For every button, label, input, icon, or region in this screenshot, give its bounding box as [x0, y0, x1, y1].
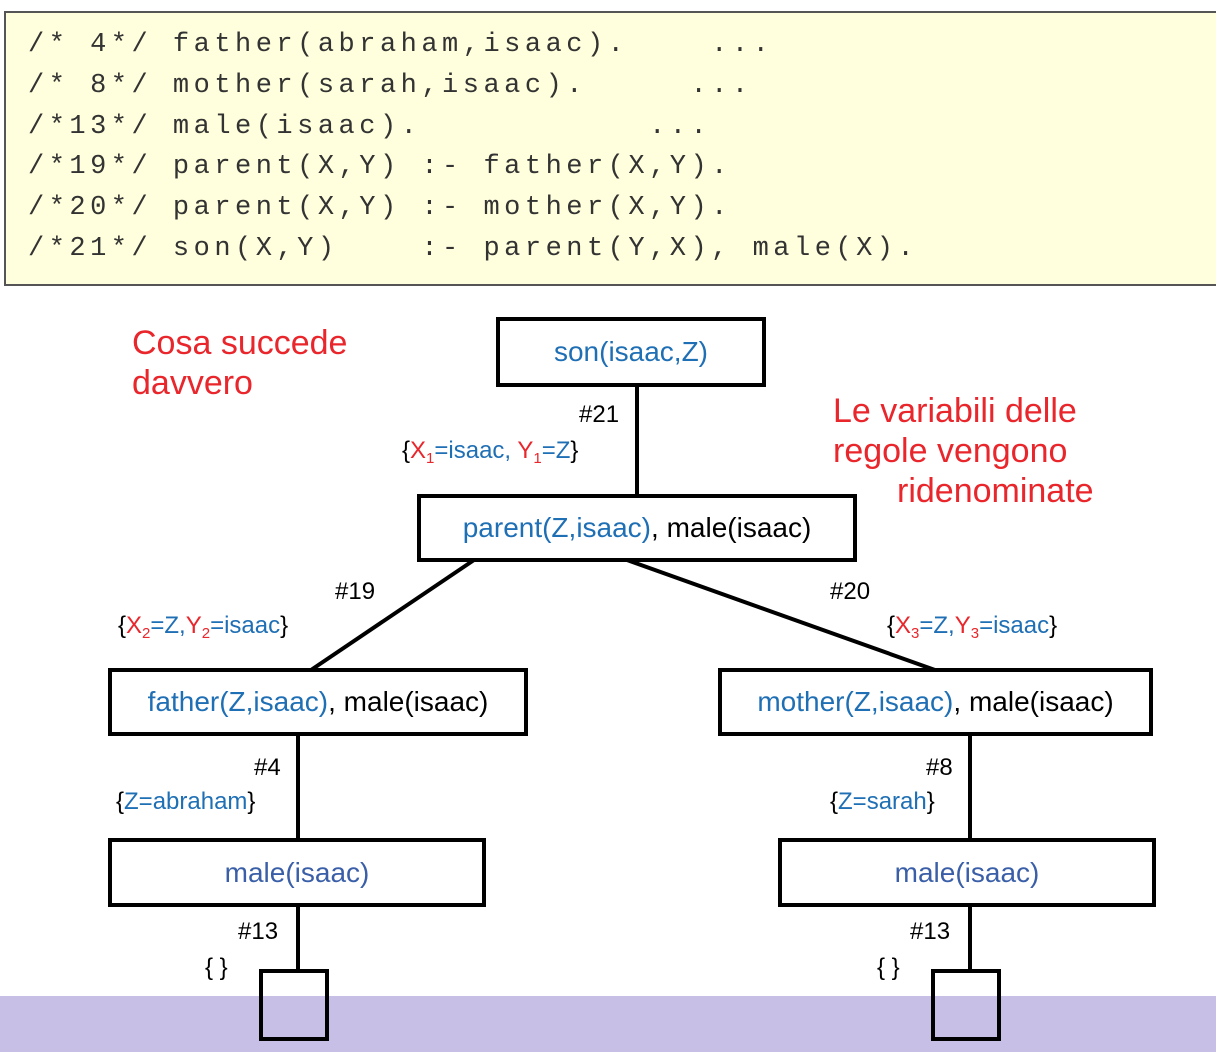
footer-bar [0, 996, 1216, 1052]
root-goal: son(isaac,Z) [553, 336, 709, 367]
right2-rest: male(isaac) [968, 686, 1114, 717]
rule-label-20: #20 [830, 578, 871, 605]
substitution-13-right: { } [877, 954, 900, 981]
left2-goal: father(Z,isaac) [147, 686, 329, 717]
rule-label-13-right: #13 [910, 918, 951, 945]
code-line-4: /* 4*/ father(abraham,isaac). ... [28, 30, 774, 60]
node-male-right: male(isaac) [778, 838, 1156, 907]
left2-rest: male(isaac) [343, 686, 489, 717]
right2-goal: mother(Z,isaac) [757, 686, 954, 717]
rule-label-21: #21 [579, 401, 620, 428]
left2-separator: , [328, 686, 344, 717]
note-right-line-1: Le variabili delle [833, 392, 1077, 430]
node-father-branch: father(Z,isaac), male(isaac) [108, 668, 528, 736]
rule-label-13-left: #13 [238, 918, 279, 945]
substitution-13-left: { } [205, 954, 228, 981]
substitution-20: {X3=Z,Y3=isaac} [887, 612, 1058, 642]
note-right-line-3: ridenominate [897, 472, 1094, 510]
code-line-19: /*19*/ parent(X,Y) :- father(X,Y). [28, 152, 732, 182]
empty-goal-right [931, 969, 1001, 1041]
note-what-happens: Cosa succede davvero [132, 323, 347, 403]
note-left-line-2: davvero [132, 364, 253, 402]
code-listing: /* 4*/ father(abraham,isaac). ... /* 8*/… [4, 11, 1216, 286]
code-line-20: /*20*/ parent(X,Y) :- mother(X,Y). [28, 193, 732, 223]
rule-label-4: #4 [254, 754, 281, 781]
level1-goal: parent(Z,isaac) [462, 512, 652, 543]
empty-goal-left [259, 969, 329, 1041]
node-mother-branch: mother(Z,isaac), male(isaac) [718, 668, 1153, 736]
note-left-line-1: Cosa succede [132, 324, 348, 362]
substitution-8: {Z=sarah} [830, 788, 935, 815]
note-right-line-2: regole vengono [833, 432, 1068, 470]
right3-goal: male(isaac) [894, 856, 1040, 888]
rule-label-8: #8 [926, 754, 953, 781]
code-line-21: /*21*/ son(X,Y) :- parent(Y,X), male(X). [28, 234, 919, 264]
code-line-8: /* 8*/ mother(sarah,isaac). ... [28, 71, 753, 101]
edge-20 [626, 558, 936, 672]
substitution-21: {X1=isaac, Y1=Z} [402, 437, 579, 467]
edge-19 [309, 558, 476, 672]
level1-rest: male(isaac) [666, 512, 812, 543]
node-root: son(isaac,Z) [496, 317, 766, 387]
code-line-13: /*13*/ male(isaac). ... [28, 112, 712, 142]
right2-separator: , [953, 686, 969, 717]
node-level1: parent(Z,isaac), male(isaac) [417, 494, 857, 562]
substitution-4: {Z=abraham} [116, 788, 256, 815]
level1-separator: , [651, 512, 667, 543]
substitution-19: {X2=Z,Y2=isaac} [118, 612, 289, 642]
note-renamed-variables: Le variabili delle regole vengono rideno… [833, 391, 1094, 511]
rule-label-19: #19 [335, 578, 376, 605]
left3-goal: male(isaac) [224, 856, 370, 888]
node-male-left: male(isaac) [108, 838, 486, 907]
